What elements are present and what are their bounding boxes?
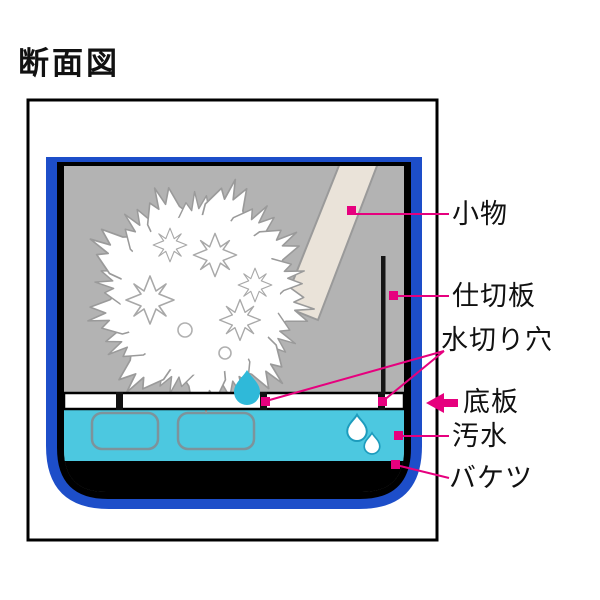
label-small-item: 小物 <box>452 199 508 229</box>
label-dirty-water: 汚水 <box>452 421 508 451</box>
left-arrow-icon <box>426 393 458 413</box>
page-title: 断面図 <box>18 46 120 81</box>
leader-line <box>382 350 445 402</box>
leader-line <box>395 464 450 479</box>
brush-bristles <box>79 172 318 414</box>
label-bucket: バケツ <box>449 463 533 493</box>
bottom-plate <box>64 391 404 411</box>
marker-dot <box>391 460 400 469</box>
plate-foot <box>90 411 160 451</box>
label-partition-plate: 仕切板 <box>452 281 536 311</box>
drain-hole-slot <box>116 392 123 410</box>
label-bottom-plate: 底板 <box>463 387 519 417</box>
marker-dot <box>394 431 403 440</box>
marker-dot <box>378 397 387 406</box>
leader-lines <box>265 213 450 479</box>
marker-dots <box>261 206 458 469</box>
marker-dot <box>261 397 270 406</box>
bucket-bottom-shadow <box>64 461 404 492</box>
plate-foot <box>176 411 256 451</box>
partition-plate <box>381 256 386 394</box>
marker-dot <box>389 291 398 300</box>
brush-handle <box>281 166 382 322</box>
marker-dot <box>347 206 356 215</box>
leader-line <box>265 350 445 402</box>
label-drain-hole: 水切り穴 <box>441 325 553 355</box>
